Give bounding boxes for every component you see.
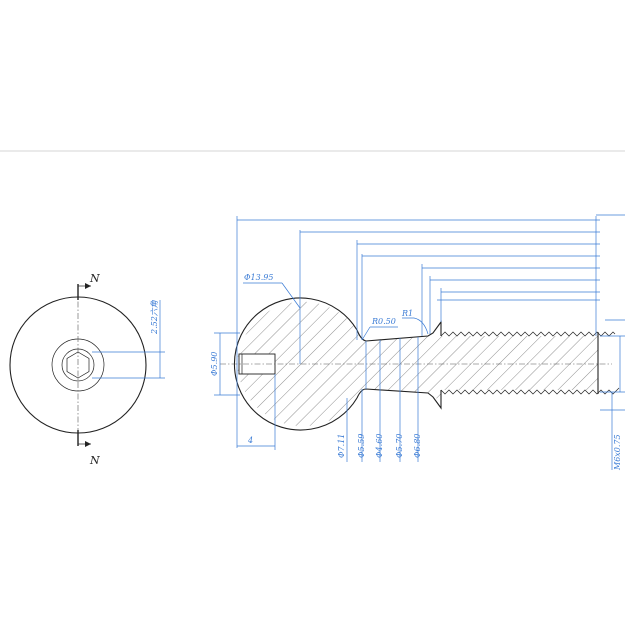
dia-559-label: Φ5.59: [357, 434, 366, 458]
end-view: N N 2.52六角: [9, 272, 165, 467]
hex-socket: [66, 351, 90, 379]
hole-diameter-label: Φ5.90: [210, 352, 219, 376]
shoulder-radius-label: R1: [401, 309, 413, 318]
section-label-top: N: [89, 272, 100, 285]
dia-680-label: Φ6.80: [413, 434, 422, 458]
section-view: [220, 297, 620, 431]
ball-diameter-label: Φ13.95: [244, 273, 273, 282]
neck-radius-label: R0.50: [371, 317, 396, 326]
thread-top: [440, 331, 616, 337]
dia-570-label: Φ5.70: [395, 434, 404, 458]
hole-depth-label: 4: [247, 436, 253, 445]
dia-711-label: Φ7.11: [337, 434, 346, 458]
thread-label: M6x0.75: [613, 434, 622, 471]
dia-460-label: Φ4.60: [375, 434, 384, 458]
dimensions: Φ13.95 Φ5.90 4 R0.50 R1 Φ7.11 Φ5.59 Φ4.6…: [210, 214, 625, 471]
hex-size-label: 2.52六角: [150, 299, 159, 335]
section-label-bottom: N: [89, 454, 100, 467]
thread-bottom: [440, 387, 620, 395]
